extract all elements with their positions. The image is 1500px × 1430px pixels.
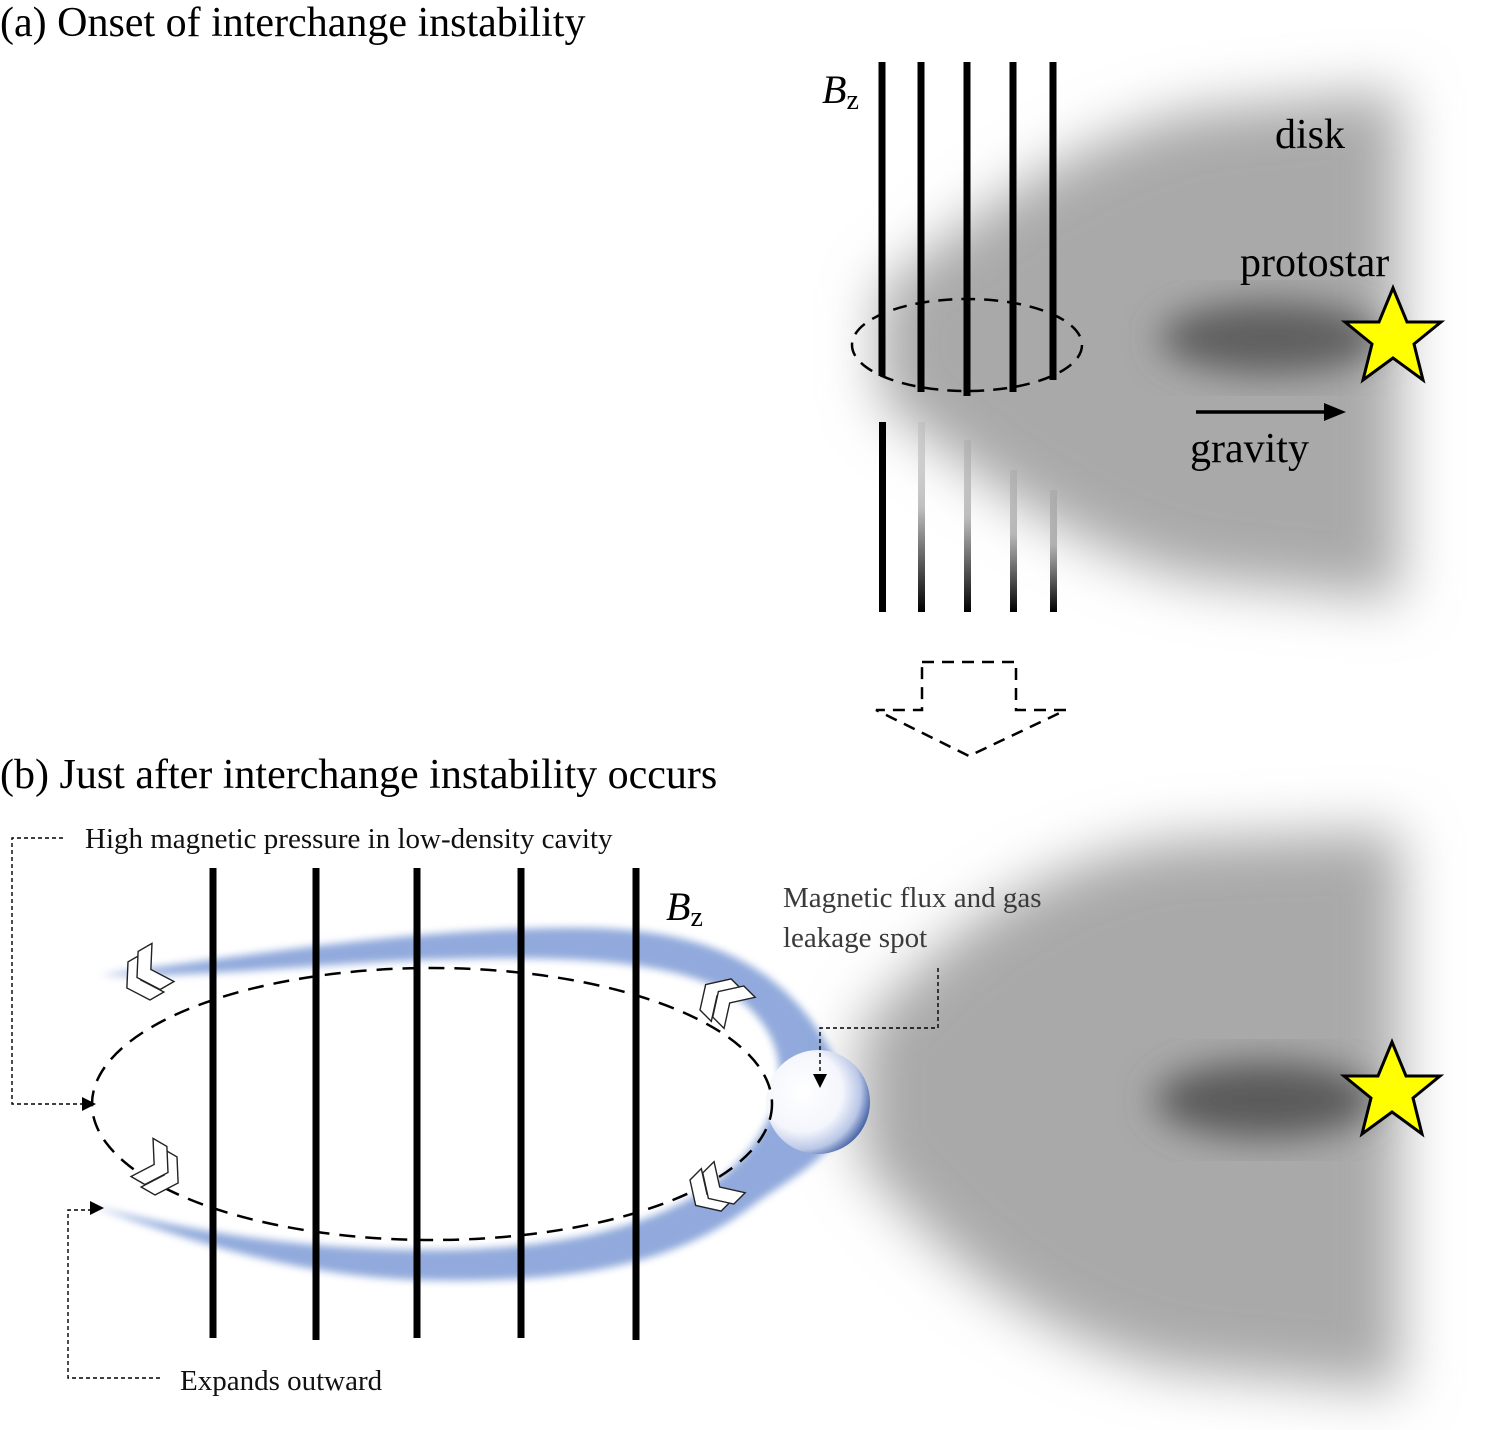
panel-a-disk-core [1160,302,1380,374]
panel-a-protostar-label: protostar [1240,240,1389,286]
panel-b: (b) Just after interchange instability o… [0,752,1445,1397]
panel-a-cavity-ellipse [850,297,1084,393]
panel-b-title: (b) Just after interchange instability o… [0,752,717,798]
leader-arrowheads [82,1074,827,1215]
panel-a-field-lines-lower [879,422,1057,612]
dashed-down-arrow-icon [875,660,1067,758]
leader-high-pressure [11,837,86,1105]
panel-b-bz-label: Bz [666,884,703,933]
panel-a-gravity-label: gravity [1190,426,1309,472]
gravity-arrow-icon [1196,403,1346,421]
field-line [918,422,925,612]
panel-a-title: (a) Onset of interchange instability [0,0,585,46]
star-icon [1339,1038,1445,1138]
panel-a-disk-cloud [880,90,1400,600]
leader-expands [67,1209,160,1379]
chevron-arrow-icon [128,1137,192,1203]
note-leakage-line1: Magnetic flux and gas [783,882,1042,914]
field-line [879,422,886,612]
field-line [1050,490,1057,612]
panel-a-disk-label: disk [1275,112,1345,158]
panel-b-leakage-ball [766,1050,870,1154]
star-icon [1340,284,1446,384]
leader-leakage [819,968,939,1074]
panel-a-bz-label: Bz [822,67,859,116]
panel-b-disk-cloud [860,830,1400,1390]
note-high-pressure: High magnetic pressure in low-density ca… [85,823,613,855]
field-line [1010,470,1017,612]
note-expands-outward: Expands outward [180,1365,383,1397]
panel-a-field-lines-upper [878,62,1057,396]
panel-b-disk-core [1155,1062,1375,1138]
panel-a: (a) Onset of interchange instability Bz [0,0,1446,612]
field-line [964,440,971,612]
leader-lines [11,837,939,1379]
note-leakage-line2: leakage spot [783,922,927,954]
panel-b-field-lines [209,868,640,1340]
panel-b-cavity-ellipse [90,966,774,1242]
